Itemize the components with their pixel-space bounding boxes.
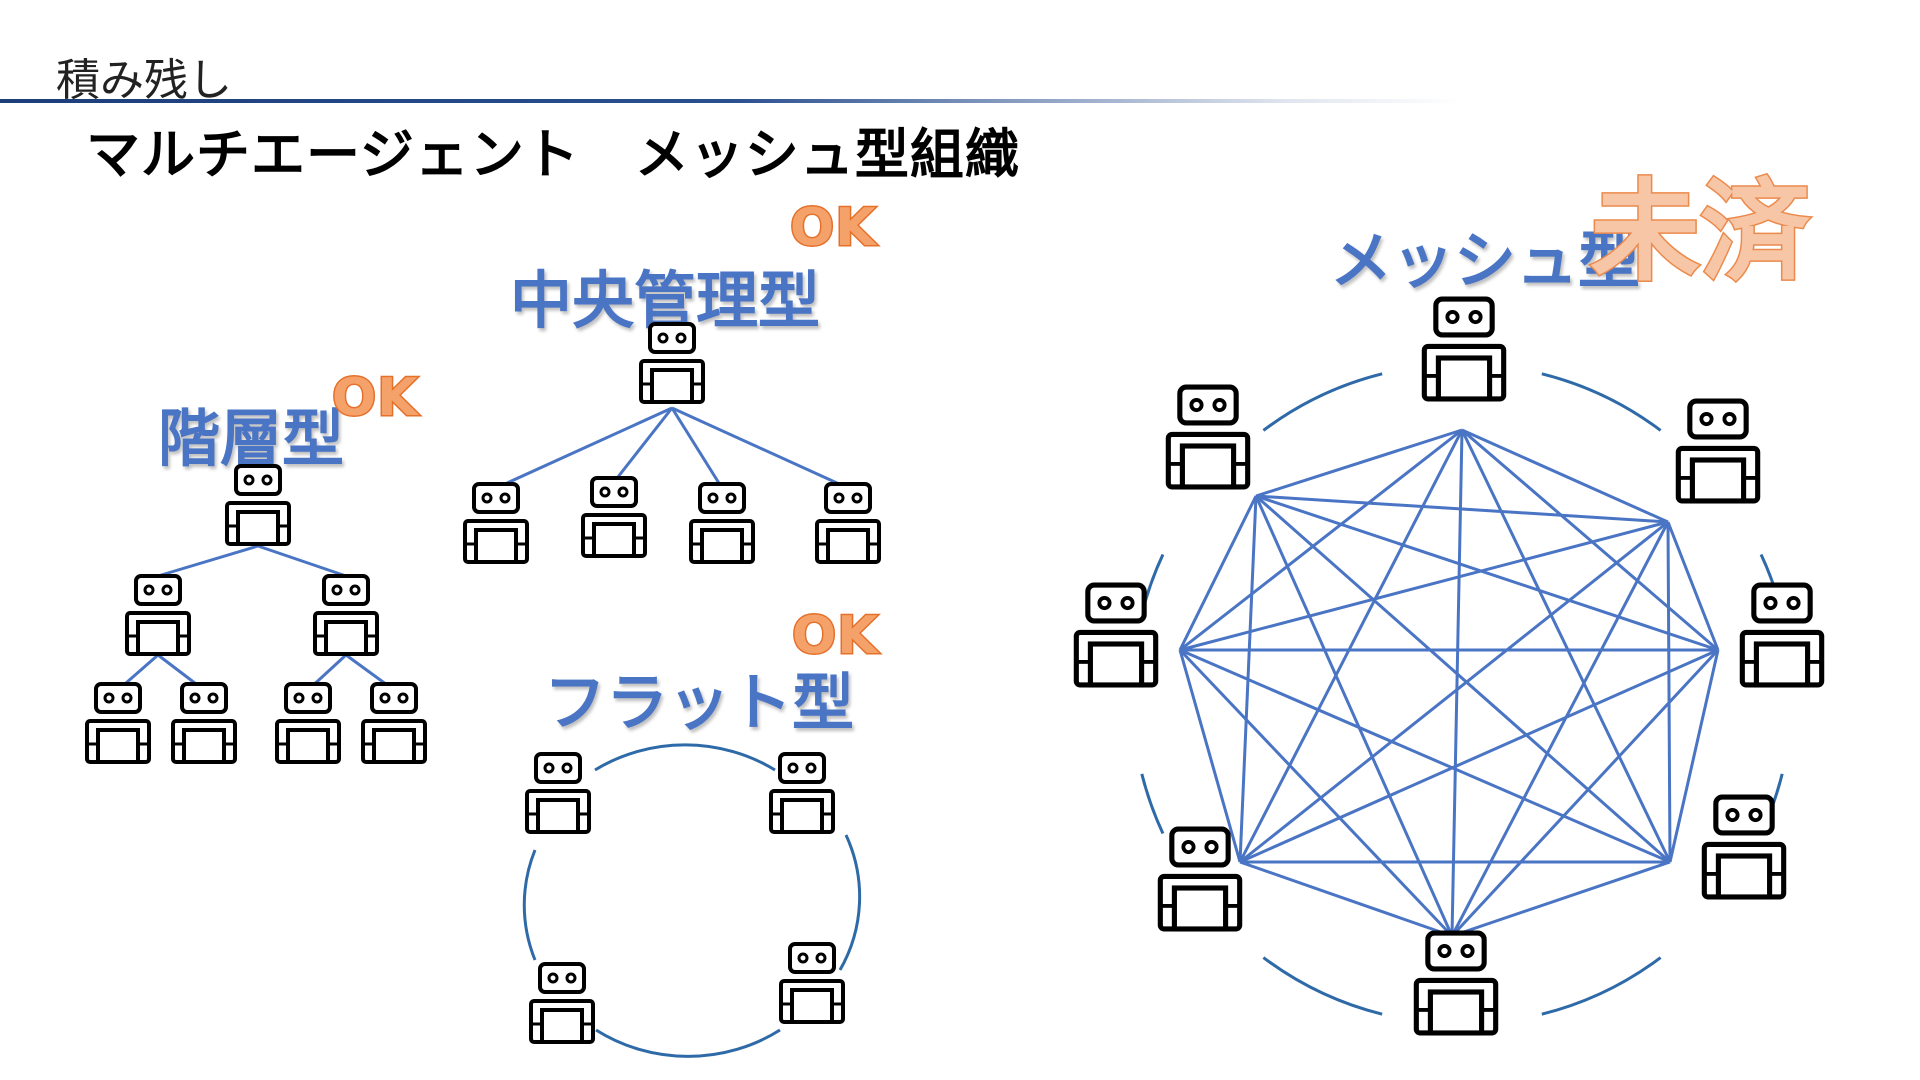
mesh-robot-icon (1160, 829, 1239, 929)
mesh-robot-icon (1416, 933, 1495, 1033)
mesh-link (1239, 520, 1669, 864)
mesh-ring-arc (1140, 773, 1165, 835)
star-link (612, 407, 674, 483)
mesh-robot-icon (1704, 797, 1783, 897)
mesh-robot-icon (1076, 585, 1155, 685)
mesh-link (1238, 495, 1258, 863)
mesh-link (1238, 429, 1464, 863)
mesh-status: 未済 (1589, 167, 1812, 298)
mesh-ring-arc (1541, 372, 1662, 432)
hierarchical-leaf-robot-icon (85, 682, 151, 764)
flat-ring-arc (595, 1028, 781, 1058)
mesh-link (1254, 495, 1454, 937)
mesh-link (1450, 429, 1464, 937)
mesh-robot-icon (1424, 299, 1503, 399)
centralized-status: OK (789, 197, 877, 260)
ring-arcs (522, 372, 1784, 1058)
slide-label: 積み残し (56, 55, 232, 106)
mesh-link (1179, 428, 1463, 652)
flat-robot-icon (529, 962, 595, 1044)
star-link (670, 407, 724, 489)
tree-link (257, 544, 347, 578)
mesh-robot-icon (1678, 401, 1757, 501)
hierarchical-label: 階層型 (158, 402, 345, 475)
hierarchical-status: OK (331, 367, 419, 430)
mesh-link (1178, 648, 1454, 938)
flat-ring-arc (594, 743, 776, 772)
mesh-ring-arc (1262, 956, 1383, 1016)
star-link (495, 406, 673, 490)
mesh-link (1450, 648, 1720, 938)
mesh-link (1178, 649, 1242, 863)
mesh-link (1178, 495, 1258, 651)
connection-lines (117, 406, 1720, 938)
flat-label: フラット型 (544, 666, 855, 739)
mesh-link (1460, 429, 1672, 863)
hierarchical-leaf-robot-icon (171, 682, 237, 764)
flat-robot-icon (525, 752, 591, 834)
mesh-link (1461, 428, 1719, 652)
mesh-link (1239, 860, 1453, 938)
flat-ring-arc (522, 849, 537, 961)
centralized-leaf-robot-icon (463, 482, 529, 564)
mesh-robot-icon (1168, 387, 1247, 487)
mesh-link (1179, 520, 1669, 652)
mesh-link (1666, 521, 1720, 651)
mesh-link (1255, 494, 1669, 524)
hierarchical-mid-robot-icon (313, 574, 379, 656)
hierarchical-leaf-robot-icon (275, 682, 341, 764)
mesh-link (1461, 428, 1669, 524)
mesh-link (1179, 648, 1671, 864)
mesh-label: メッシュ型 (1330, 224, 1641, 297)
centralized-hub-robot-icon (639, 322, 705, 404)
centralized-leaf-robot-icon (581, 476, 647, 558)
hierarchical-mid-robot-icon (125, 574, 191, 656)
mesh-link (1239, 648, 1719, 864)
agent-nodes (85, 299, 1822, 1044)
mesh-link (1255, 494, 1719, 652)
flat-robot-icon (769, 752, 835, 834)
mesh-link (1255, 494, 1671, 864)
mesh-ring-arc (1541, 956, 1662, 1016)
flat-robot-icon (779, 942, 845, 1024)
mesh-link (1451, 860, 1671, 938)
mesh-link (1255, 428, 1463, 498)
slide-title: マルチエージェント メッシュ型組織 (86, 123, 1020, 186)
mesh-link (1668, 649, 1720, 863)
star-link (671, 406, 849, 490)
hierarchical-root-robot-icon (225, 464, 291, 546)
mesh-robot-icon (1742, 585, 1821, 685)
flat-status: OK (791, 605, 879, 668)
centralized-leaf-robot-icon (689, 482, 755, 564)
mesh-link (1450, 521, 1670, 937)
tree-link (157, 544, 259, 578)
header-rule (0, 99, 1460, 103)
hierarchical-leaf-robot-icon (361, 682, 427, 764)
flat-ring-arc (838, 834, 862, 971)
centralized-leaf-robot-icon (815, 482, 881, 564)
mesh-link (1666, 521, 1672, 863)
mesh-ring-arc (1262, 372, 1383, 432)
